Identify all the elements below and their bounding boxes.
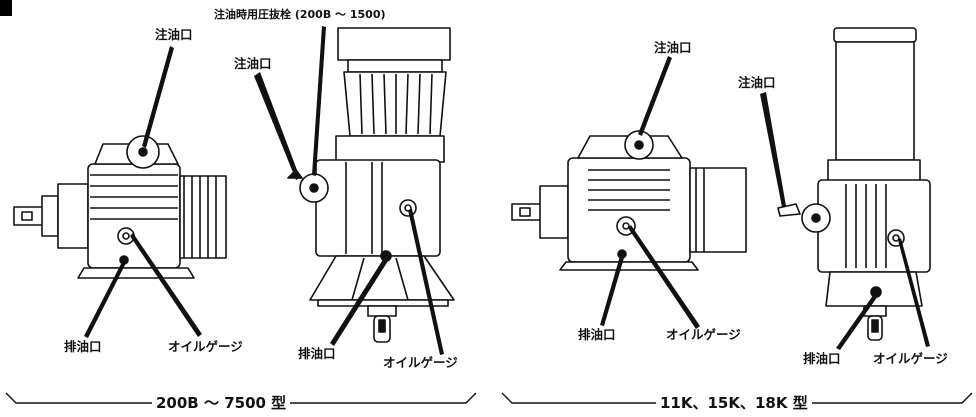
label-right-vertical-oil-gauge: オイルゲージ <box>873 351 948 366</box>
leader-right-vertical-oil-inlet <box>760 92 786 207</box>
label-left-vertical-oil-inlet: 注油口 <box>234 56 272 71</box>
leader-left-drain <box>84 262 126 338</box>
leader-left-oil-inlet <box>142 46 174 148</box>
label-left-vertical-oil-gauge: オイルゲージ <box>383 355 458 370</box>
left-horizontal-reducer <box>13 135 227 279</box>
label-left-vertical-drain: 排油口 <box>298 346 336 361</box>
leader-right-oil-inlet <box>638 56 672 136</box>
label-vent-plug: 注油時用圧抜栓 (200B ～ 1500) <box>214 8 386 21</box>
label-right-oil-inlet: 注油口 <box>654 40 692 55</box>
label-right-vertical-drain: 排油口 <box>803 351 841 366</box>
leader-left-vertical-oil-inlet <box>254 72 300 180</box>
label-right-drain: 排油口 <box>578 327 616 342</box>
caption-right: 11K、15K、18K 型 <box>656 394 812 412</box>
leader-left-vent-plug <box>312 26 326 176</box>
left-vertical-reducer <box>287 27 455 343</box>
label-right-vertical-oil-inlet: 注油口 <box>738 75 776 90</box>
leader-right-vertical-oil-gauge <box>898 238 930 347</box>
corner-marker <box>0 0 12 16</box>
leader-left-vertical-drain <box>330 258 388 346</box>
label-left-drain: 排油口 <box>64 339 102 354</box>
label-left-oil-gauge: オイルゲージ <box>168 339 243 354</box>
leader-right-oil-gauge <box>628 225 700 329</box>
right-vertical-reducer <box>777 27 931 341</box>
label-right-oil-gauge: オイルゲージ <box>666 327 741 342</box>
leader-left-vertical-oil-gauge <box>408 209 444 355</box>
label-left-oil-inlet: 注油口 <box>155 27 193 42</box>
leader-right-drain <box>600 256 624 326</box>
leader-left-oil-gauge <box>130 233 202 337</box>
leader-right-vertical-drain <box>836 294 878 350</box>
right-horizontal-reducer <box>511 130 747 271</box>
caption-left: 200B ～ 7500 型 <box>152 394 291 412</box>
